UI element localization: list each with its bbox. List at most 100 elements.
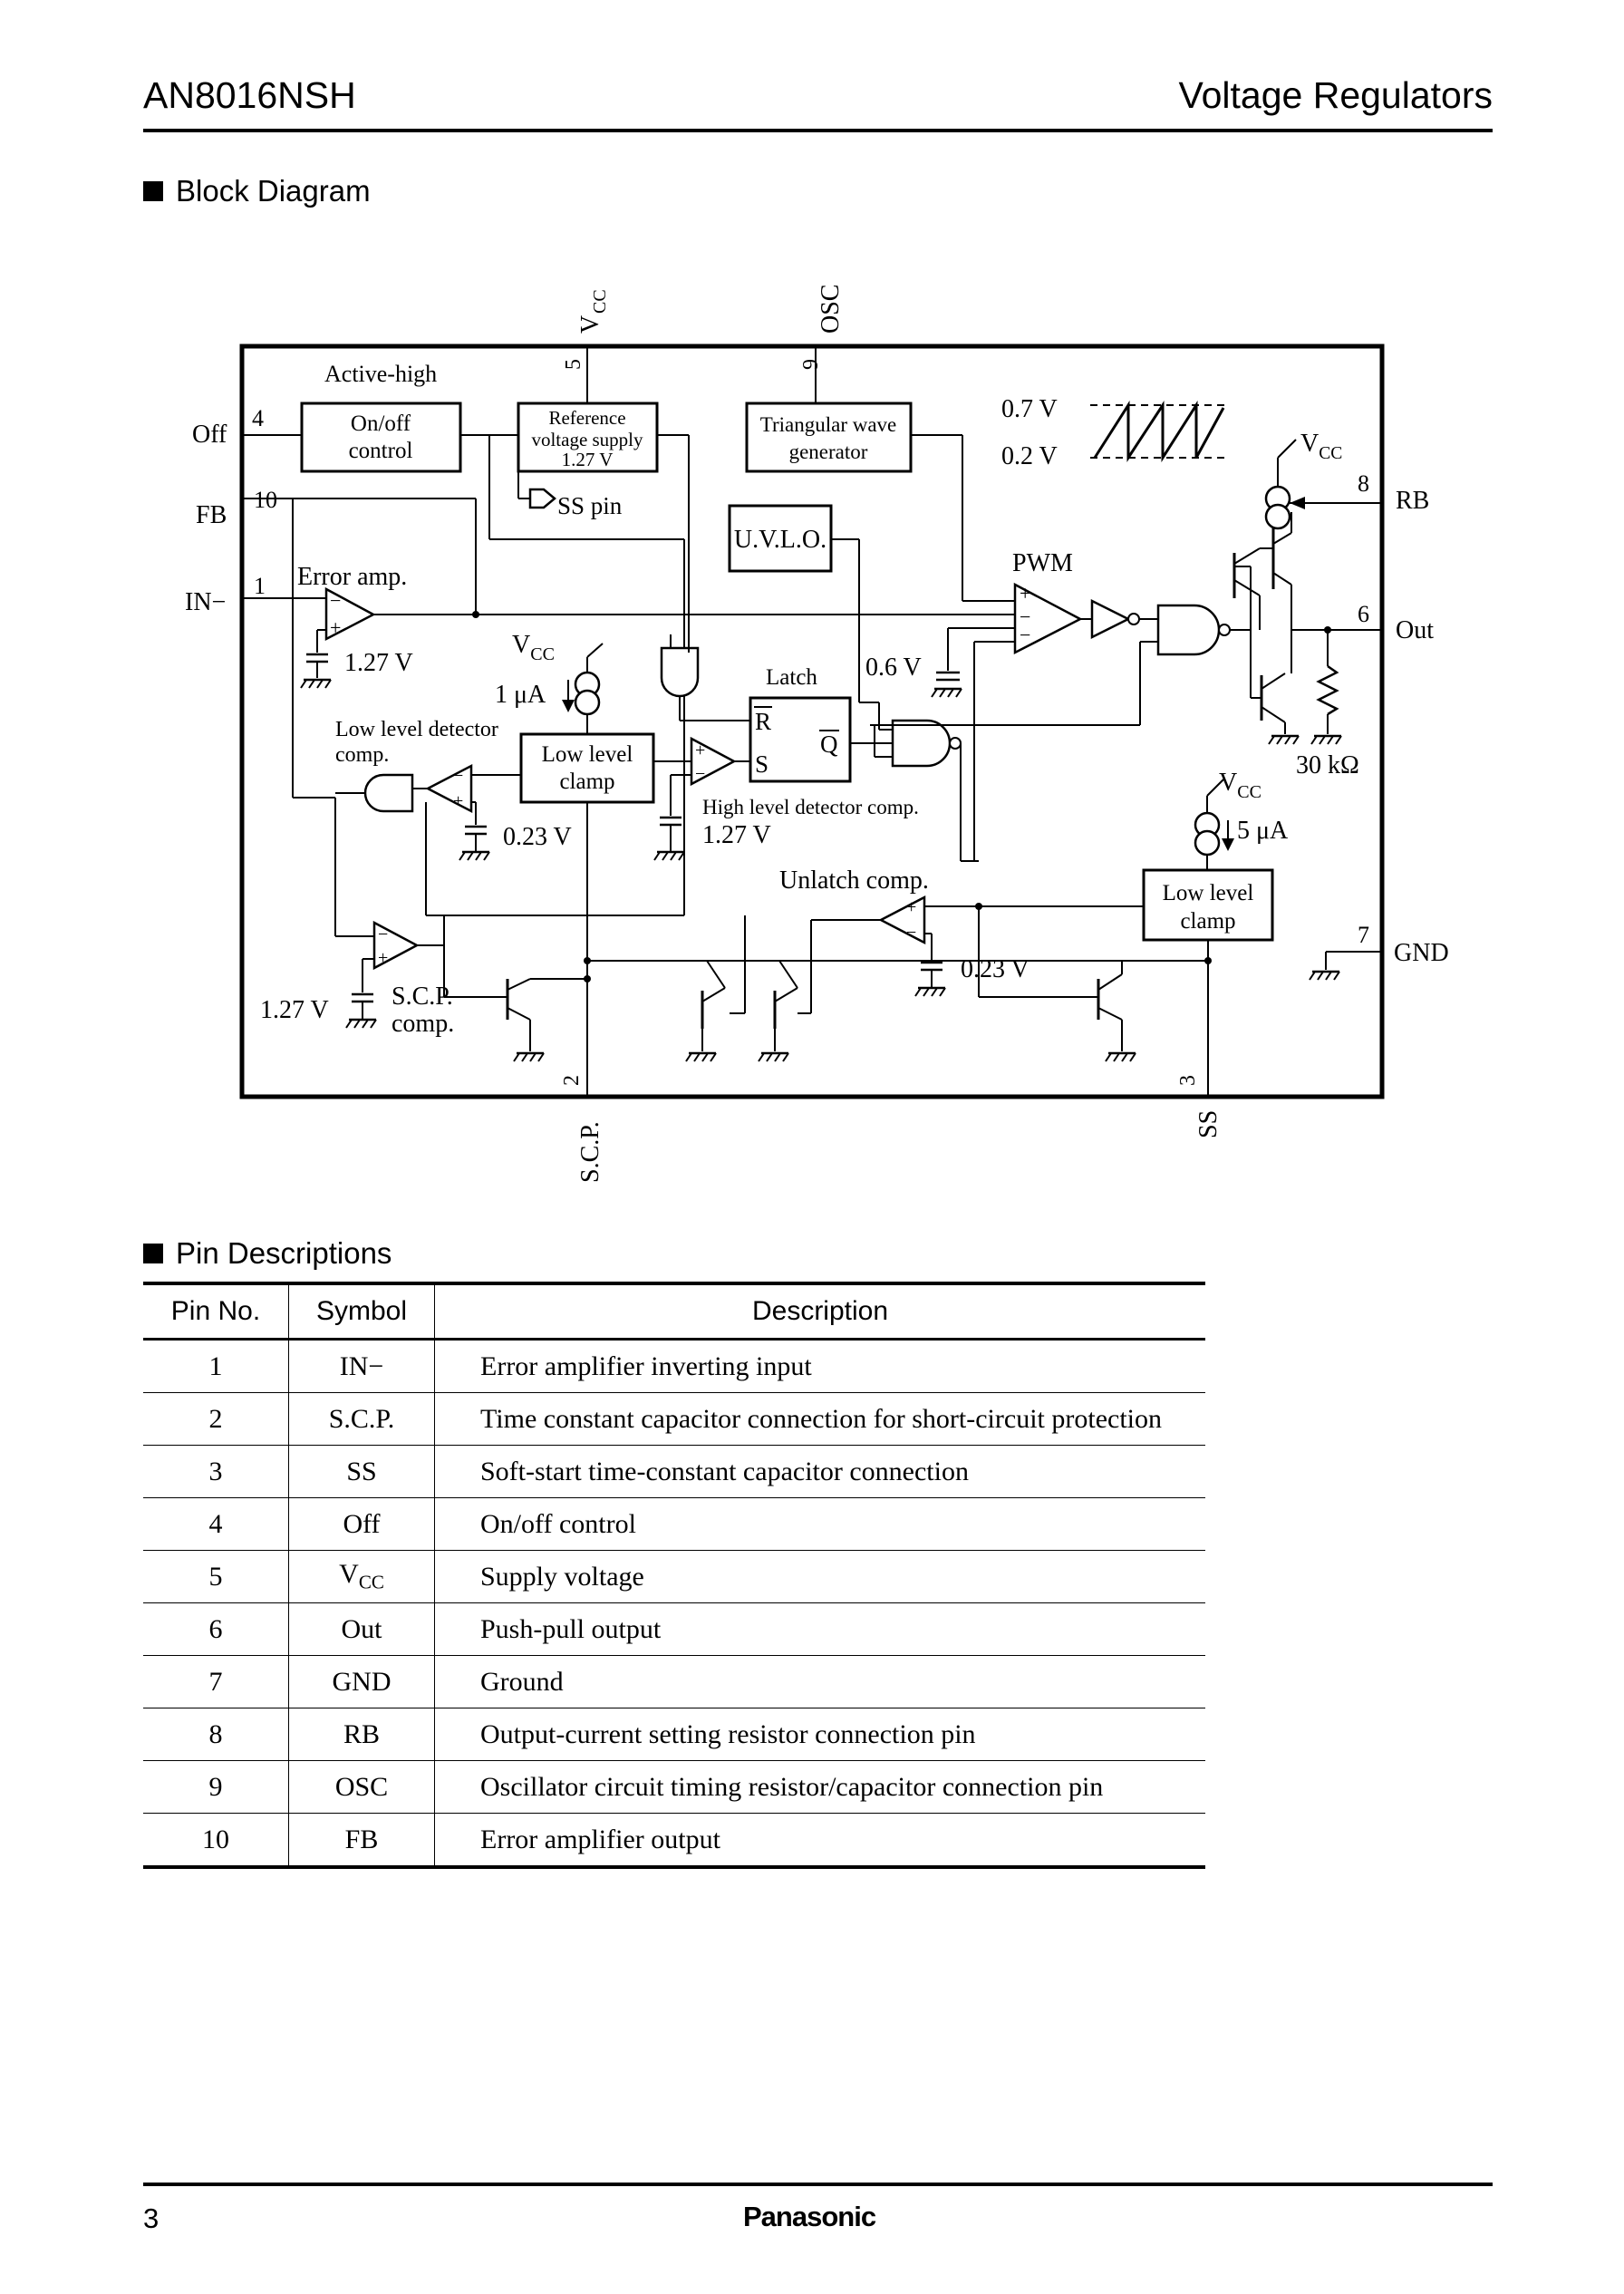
unlatch-comp-label: Unlatch comp.: [779, 866, 929, 895]
svg-text:2: 2: [560, 1075, 584, 1086]
pin-descriptions-title: Pin Descriptions: [143, 1236, 392, 1271]
triangle-top-level: 0.7 V: [1001, 395, 1058, 423]
svg-text:Reference: Reference: [548, 407, 625, 429]
svg-text:U.V.L.O.: U.V.L.O.: [734, 526, 826, 554]
triangular-wave-generator-block: [745, 402, 913, 473]
table-row: 10 FB Error amplifier output: [143, 1813, 1205, 1869]
unlatch-ref-0v23: 0.23 V: [961, 955, 1030, 983]
pin-no-cell: 3: [143, 1445, 289, 1498]
svg-text:−: −: [695, 764, 705, 784]
scp-comp-label-2: comp.: [392, 1010, 454, 1038]
block-diagram-title: Block Diagram: [143, 174, 371, 208]
pin-off-label: Off: [192, 421, 227, 449]
table-row: 4 Off On/off control: [143, 1497, 1205, 1551]
table-row: 1 IN− Error amplifier inverting input: [143, 1339, 1205, 1393]
pin-out-num: 6: [1358, 601, 1369, 627]
pin-no-cell: 4: [143, 1497, 289, 1551]
svg-text:+: +: [330, 616, 341, 639]
svg-text:Low level: Low level: [542, 742, 633, 767]
latch-output-nand-gate: [891, 719, 952, 768]
svg-text:voltage supply: voltage supply: [531, 429, 643, 450]
svg-text:−: −: [330, 589, 341, 612]
header-pin-no: Pin No.: [143, 1282, 289, 1341]
svg-text:+: +: [378, 948, 388, 968]
block-diagram: V CC 5 OSC 9 Off 4 FB 10 IN− 1 RB 8 Out …: [185, 285, 1449, 1183]
pin-osc-top: OSC 9: [799, 285, 845, 401]
low-level-detector-label: Low level detector: [335, 718, 498, 741]
scp-comparator: [372, 920, 420, 971]
pin-fb-num: 10: [254, 487, 277, 513]
ss-pin-label: SS pin: [557, 492, 623, 519]
svg-text:clamp: clamp: [1180, 909, 1235, 934]
pin-no-cell: 9: [143, 1760, 289, 1814]
pin-rb-num: 8: [1358, 470, 1369, 497]
pin-no-cell: 5: [143, 1550, 289, 1603]
svg-text:S.C.P.: S.C.P.: [576, 1121, 604, 1183]
resistor-30k: [1316, 664, 1339, 716]
pin-descriptions-title-text: Pin Descriptions: [176, 1236, 392, 1270]
svg-text:+: +: [453, 791, 463, 811]
uvlo-block: [728, 504, 833, 573]
description-cell: Error amplifier inverting input: [434, 1339, 1205, 1393]
error-amp-label: Error amp.: [297, 563, 407, 591]
v06-label: 0.6 V: [865, 653, 922, 682]
pin-gnd-num: 7: [1358, 922, 1369, 948]
pin-off-num: 4: [252, 405, 264, 431]
description-cell: Supply voltage: [434, 1550, 1205, 1603]
symbol-cell: S.C.P.: [288, 1392, 435, 1446]
part-number: AN8016NSH: [143, 74, 356, 116]
pin-no-cell: 7: [143, 1655, 289, 1708]
symbol-cell: SS: [288, 1445, 435, 1498]
pwm-label: PWM: [1012, 549, 1073, 577]
onoff-control-block: [300, 402, 462, 473]
svg-text:Low level: Low level: [1163, 881, 1254, 905]
triangle-bottom-level: 0.2 V: [1001, 442, 1058, 470]
symbol-cell: GND: [288, 1655, 435, 1708]
svg-text:SS: SS: [1194, 1110, 1223, 1138]
output-nand-gate: [1156, 604, 1221, 656]
pin-out-label: Out: [1396, 616, 1434, 644]
pin-descriptions-table: Pin No. Symbol Description 1 IN− Error a…: [143, 1282, 1205, 1869]
block-diagram-title-text: Block Diagram: [176, 174, 371, 208]
vcc-1ua-label: VCC: [512, 631, 555, 664]
latch-label: Latch: [766, 665, 817, 690]
current-1ua-label: 1 μA: [495, 681, 546, 709]
lld-ref-0v23: 0.23 V: [503, 823, 572, 851]
document-category: Voltage Regulators: [1178, 74, 1493, 116]
svg-text:1.27 V: 1.27 V: [562, 449, 614, 470]
low-level-detector-and-gate: [363, 773, 414, 813]
symbol-cell: FB: [288, 1813, 435, 1869]
pin-gnd-label: GND: [1394, 939, 1449, 967]
footer-rule: [143, 2183, 1493, 2186]
table-row: 2 S.C.P. Time constant capacitor connect…: [143, 1392, 1205, 1446]
table-row: 7 GND Ground: [143, 1655, 1205, 1708]
svg-text:generator: generator: [789, 440, 868, 463]
svg-text:−: −: [453, 766, 463, 786]
buffer-symbol: [1090, 598, 1131, 640]
pin-no-cell: 1: [143, 1339, 289, 1393]
svg-text:−: −: [906, 923, 916, 943]
pin-in-label: IN−: [185, 588, 226, 616]
svg-text:+: +: [1020, 582, 1030, 605]
vcc-rb-label: VCC: [1300, 430, 1342, 463]
table-row: 3 SS Soft-start time-constant capacitor …: [143, 1445, 1205, 1498]
error-amp-symbol: [324, 586, 376, 642]
square-bullet-icon: [143, 181, 163, 201]
rs-latch: [749, 696, 852, 783]
svg-text:−: −: [1020, 605, 1030, 628]
table-header-row: Pin No. Symbol Description: [143, 1282, 1205, 1341]
pin-no-cell: 8: [143, 1708, 289, 1761]
svg-text:S: S: [755, 750, 768, 778]
svg-text:OSC: OSC: [817, 285, 845, 334]
scp-ref-1v27: 1.27 V: [260, 996, 329, 1024]
page-number: 3: [143, 2202, 160, 2234]
uvlo-and-gate: [660, 646, 700, 698]
svg-text:+: +: [906, 897, 916, 917]
svg-text:9: 9: [799, 359, 823, 370]
low-level-clamp-2: [1142, 868, 1274, 942]
table-row: 5 VCC Supply voltage: [143, 1550, 1205, 1603]
description-cell: Oscillator circuit timing resistor/capac…: [434, 1760, 1205, 1814]
svg-text:−: −: [1020, 624, 1030, 646]
pin-ss-bottom: SS 3: [1176, 1075, 1223, 1138]
table-row: 6 Out Push-pull output: [143, 1602, 1205, 1656]
